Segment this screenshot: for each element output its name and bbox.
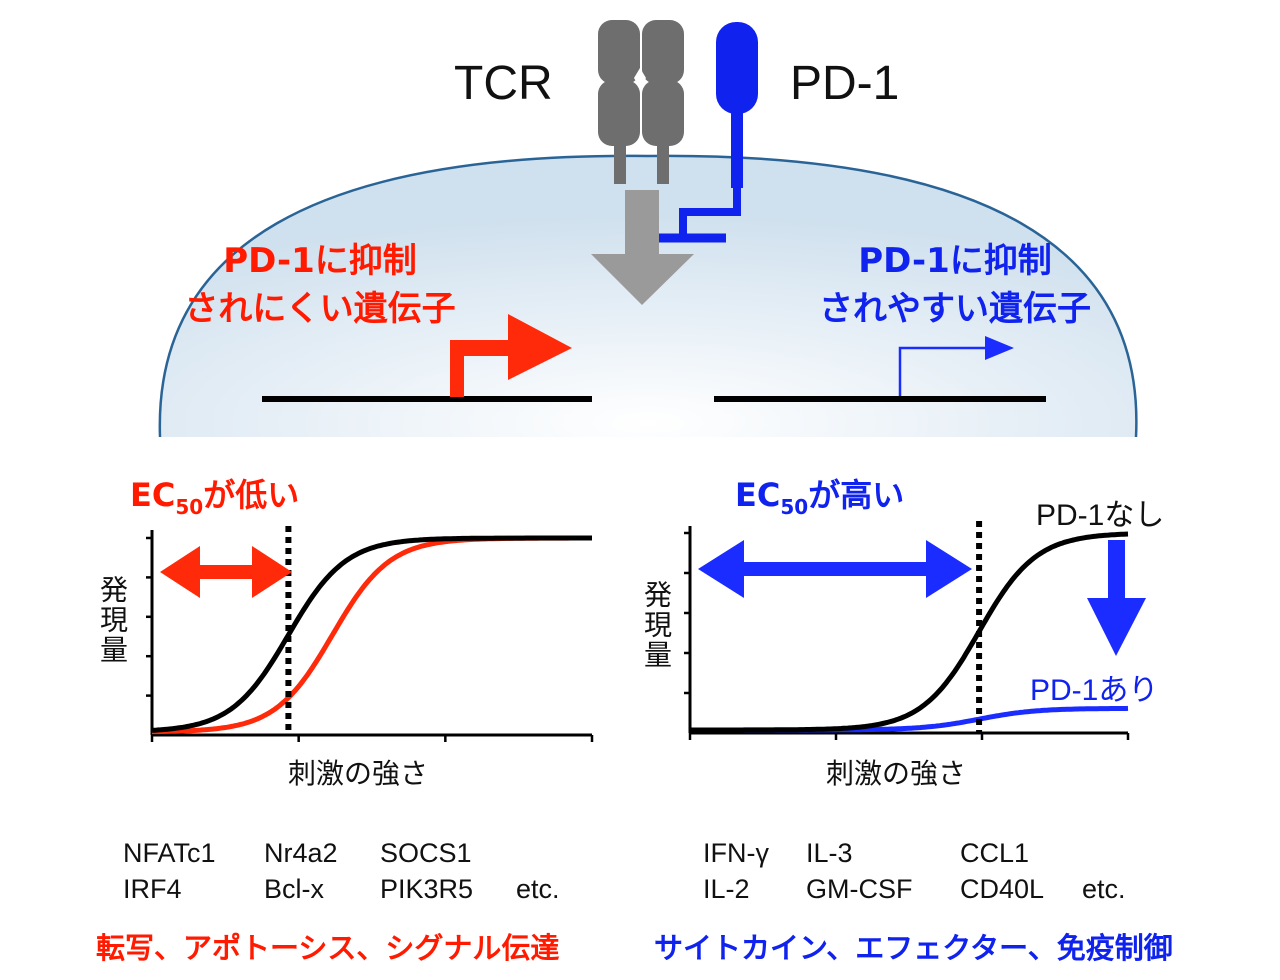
gene-name: IL-3 [806, 838, 853, 868]
gene-etc: etc. [1082, 874, 1126, 904]
sensitive-title-line1: PD-1に抑制 [858, 241, 1052, 281]
gene-name: CCL1 [960, 838, 1030, 868]
right-ec50-range-arrow-icon [698, 540, 972, 598]
right-x-axis-label: 刺激の強さ [826, 757, 967, 790]
gene-name: CD40L [960, 874, 1045, 904]
right-series-line-1 [690, 705, 1129, 733]
left-y-axis-label: 発現量 [96, 575, 129, 665]
right-chart [684, 521, 1146, 740]
gene-name: SOCS1 [380, 838, 472, 868]
left-x-axis-label: 刺激の強さ [288, 757, 429, 790]
resistant-genes-title: PD-1に抑制 されにくい遺伝子 [170, 237, 470, 333]
left-ec50-label: EC50が低い [130, 476, 300, 519]
gene-name: Bcl-x [264, 874, 324, 904]
pd1-label: PD-1 [790, 57, 900, 110]
gene-name: PIK3R5 [380, 874, 474, 904]
gene-name: IFN-γ [703, 838, 769, 868]
resistant-title-line1: PD-1に抑制 [223, 241, 417, 281]
signal-down-arrow-icon [591, 190, 694, 305]
gene-name: GM-CSF [806, 874, 913, 904]
reduction-down-arrow-icon [1087, 540, 1146, 656]
curve-label-with-pd1: PD-1あり [1030, 674, 1159, 707]
gene-name: IL-2 [703, 874, 750, 904]
left-chart [146, 526, 594, 742]
left-ec50-range-arrow-icon [160, 546, 292, 598]
resistant-title-line2: されにくい遺伝子 [184, 289, 456, 329]
gene-name: NFATc1 [123, 838, 216, 868]
gene-name: IRF4 [123, 874, 182, 904]
curve-label-without-pd1: PD-1なし [1036, 499, 1165, 532]
left-function-category: 転写、アポトーシス、シグナル伝達 [96, 931, 560, 965]
pd1-receptor-icon [716, 22, 758, 188]
right-y-axis-label: 発現量 [640, 580, 673, 670]
gene-name: Nr4a2 [264, 838, 338, 868]
pd1-inhibition-line [679, 186, 741, 236]
weak-transcription-arrow-icon [898, 336, 1014, 396]
strong-transcription-arrow-icon [450, 314, 572, 397]
sensitive-genes-title: PD-1に抑制 されやすい遺伝子 [795, 237, 1115, 333]
tcr-receptor-icon [598, 20, 684, 184]
right-ec50-label: EC50が高い [735, 476, 905, 519]
tcr-label: TCR [454, 57, 553, 110]
left-series-line-0 [151, 535, 592, 733]
gene-etc: etc. [516, 874, 560, 904]
sensitive-title-line2: されやすい遺伝子 [819, 289, 1091, 329]
right-function-category: サイトカイン、エフェクター、免疫制御 [654, 931, 1173, 965]
right-series-line-0 [690, 531, 1129, 733]
